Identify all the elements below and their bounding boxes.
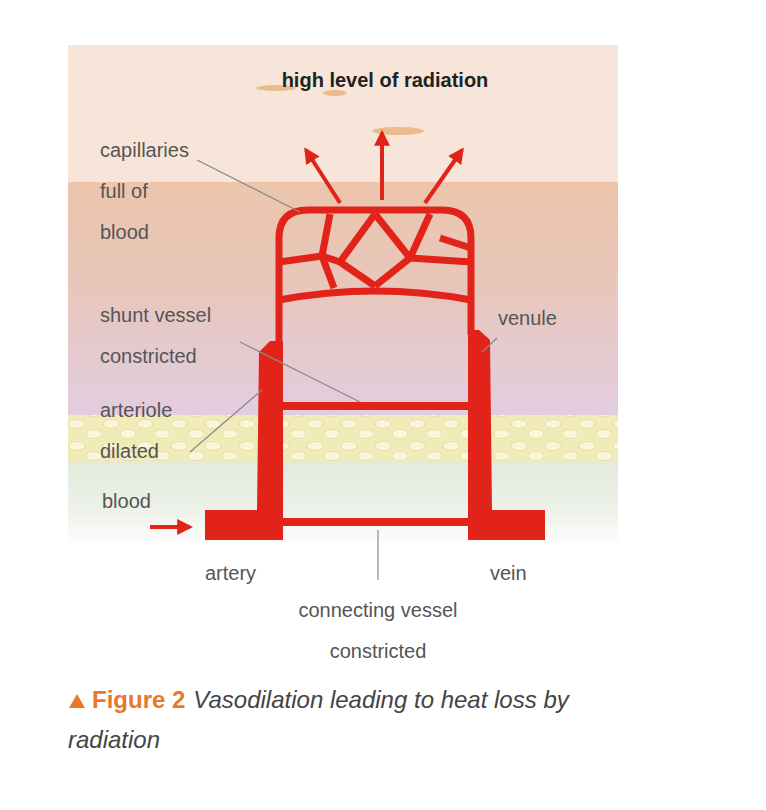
part-label: artery [205, 553, 305, 594]
part-label: capillaries full of blood [100, 130, 196, 253]
figure-number: Figure 2 [92, 686, 185, 713]
part-label: vein [490, 553, 590, 594]
part-label: connecting vessel constricted [258, 590, 498, 672]
caption-block: Figure 2Vasodilation leading to heat los… [68, 680, 628, 760]
part-label: shunt vessel constricted [100, 295, 228, 377]
caption-triangle [69, 694, 85, 708]
skin-layers [68, 45, 618, 546]
radiation-label: high level of radiation [270, 60, 500, 100]
part-label: arteriole dilated [100, 390, 200, 472]
radiation-smudges [256, 85, 424, 135]
blood-vessels [150, 133, 545, 540]
part-label: venule [498, 298, 608, 339]
part-label: blood [102, 481, 182, 522]
caption-triangle [68, 693, 86, 709]
leader-lines [190, 160, 497, 580]
